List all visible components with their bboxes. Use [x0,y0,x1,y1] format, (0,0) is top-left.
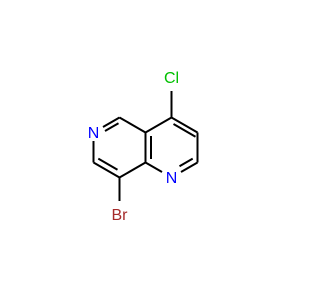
bond-c8-c8a [119,161,146,179]
bond-c5-n6-inner [104,122,120,132]
atom-labels: Cl N N Br [88,70,179,224]
atom-nitrogen-n1-label: N [166,170,178,187]
bond-c7-c8 [93,161,120,179]
bond-c4-c3-inner [173,123,196,138]
bond-c2-n1 [180,161,198,173]
atom-chlorine-label: Cl [164,70,179,87]
atom-nitrogen-n6-label: N [88,125,100,142]
bond-c4-c3 [171,116,198,134]
bond-c4a-c4 [145,116,172,134]
bond-c5-n6 [102,116,120,128]
bond-n1-c8a [145,161,163,173]
atom-bromine-label: Br [112,207,129,224]
bond-c7-c8-inner [97,157,119,171]
molecule-structure: Cl N N Br [88,70,199,224]
bond-group [92,91,199,201]
bond-c4a-c5 [119,116,146,134]
bond-c2-n1-inner [179,157,194,168]
